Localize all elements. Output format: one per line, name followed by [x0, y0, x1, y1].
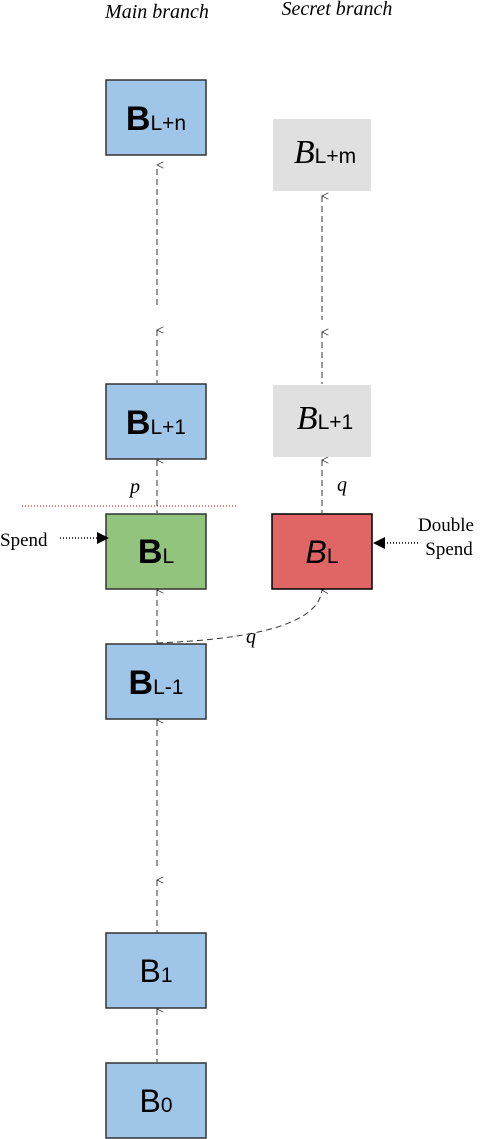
label-q-curve: q — [246, 626, 256, 648]
svg-text:BL-1: BL-1 — [129, 664, 184, 702]
secret-chain-connectors — [156, 192, 329, 644]
block-sub: 1 — [161, 964, 173, 987]
block-sub: L+n — [150, 112, 186, 135]
double-spend-arrow-head — [373, 537, 385, 549]
block-base: B — [126, 404, 151, 442]
svg-text:BL+1: BL+1 — [297, 400, 353, 437]
block-secret-lplus1: BL+1 — [273, 385, 371, 457]
block-sub: L — [162, 545, 174, 568]
block-main-b1: B1 — [105, 932, 207, 1009]
svg-text:BL+1: BL+1 — [126, 404, 186, 442]
block-sub: L — [327, 545, 339, 568]
label-double-spend-line2: Spend — [425, 539, 473, 560]
svg-text:B0: B0 — [139, 1083, 172, 1119]
label-q-upper: q — [337, 474, 347, 496]
spend-arrow-head — [97, 532, 109, 544]
block-sub: L-1 — [153, 676, 183, 699]
block-main-lminus1: BL-1 — [105, 643, 207, 720]
block-base: B — [126, 100, 151, 138]
block-base: B — [139, 1083, 160, 1119]
block-base: B — [294, 134, 315, 171]
connector-fork-curve — [156, 587, 329, 644]
block-main-b0: B0 — [105, 1062, 207, 1139]
block-sub: L+m — [315, 145, 356, 168]
block-base: B — [138, 533, 163, 571]
block-secret-l-double-spend: BL — [271, 513, 373, 590]
main-branch-header: Main branch — [104, 1, 209, 23]
label-double-spend-line1: Double — [418, 515, 474, 536]
block-main-lplus1: BL+1 — [105, 383, 207, 460]
svg-text:BL: BL — [305, 534, 338, 570]
secret-branch-header: Secret branch — [282, 0, 393, 20]
block-base: B — [297, 400, 318, 437]
svg-text:BL: BL — [138, 533, 174, 571]
block-main-l-spend: BL — [105, 513, 207, 590]
svg-text:BL+n: BL+n — [126, 100, 186, 138]
label-p: p — [128, 476, 140, 498]
block-base: B — [129, 664, 154, 702]
svg-text:BL+m: BL+m — [294, 134, 356, 171]
block-base: B — [305, 534, 326, 570]
svg-text:B1: B1 — [139, 953, 172, 989]
block-base: B — [139, 953, 160, 989]
label-spend: Spend — [0, 530, 48, 551]
block-sub: 0 — [161, 1094, 173, 1117]
block-sub: L+1 — [150, 416, 186, 439]
block-secret-lplusm: BL+m — [273, 119, 371, 191]
block-sub: L+1 — [318, 411, 354, 434]
block-main-lplusn: BL+n — [105, 79, 207, 156]
